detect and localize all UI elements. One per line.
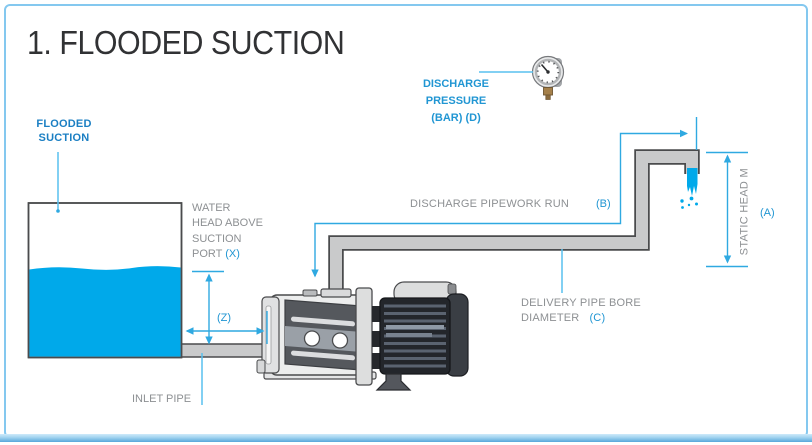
water-stream: [680, 168, 698, 209]
frame-bottom-bar: [0, 434, 812, 442]
dimension-z: [185, 311, 268, 344]
discharge-pressure-label: DISCHARGE PRESSURE (BAR) (D): [422, 78, 489, 124]
inlet-pipe-label: INLET PIPE: [132, 393, 192, 405]
pump-panel: [284, 299, 363, 371]
a-ref: (A): [760, 207, 775, 219]
flooded-suction-label: FLOODED SUCTION: [36, 118, 92, 144]
pressure-gauge-icon: [531, 55, 565, 100]
dimension-static-head: [706, 151, 748, 268]
delivery-pipe-label: DELIVERY PIPE BORE DIAMETER (C): [521, 296, 641, 327]
z-ref-label: (Z): [217, 312, 232, 324]
discharge-pipe: [328, 149, 700, 298]
c-ref: (C): [589, 312, 606, 325]
dimension-water-head: [192, 270, 224, 345]
motor-foot: [375, 373, 412, 391]
static-head-label: STATIC HEAD M: [738, 168, 751, 256]
water-tank: [27, 202, 183, 359]
b-ref: (B): [596, 198, 611, 210]
page-title: 1. FLOODED SUCTION: [27, 24, 345, 61]
discharge-run-label: DISCHARGE PIPEWORK RUN: [410, 198, 570, 210]
tank-water: [29, 266, 181, 357]
motor: [375, 281, 469, 391]
pump: [256, 281, 469, 391]
x-ref: (X): [225, 248, 240, 261]
water-head-label: WATER HEAD ABOVE SUCTION PORT (X): [192, 202, 263, 261]
dimension-discharge-run: [311, 117, 698, 278]
leader-lines: [56, 71, 563, 405]
